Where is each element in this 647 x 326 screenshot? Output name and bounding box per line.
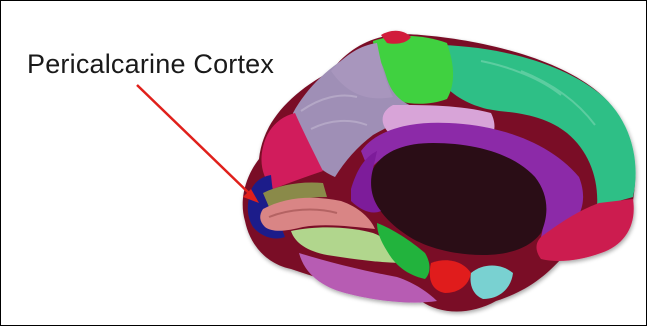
annotation-arrow — [137, 85, 259, 203]
annotation-label: Pericalcarine Cortex — [27, 49, 274, 80]
